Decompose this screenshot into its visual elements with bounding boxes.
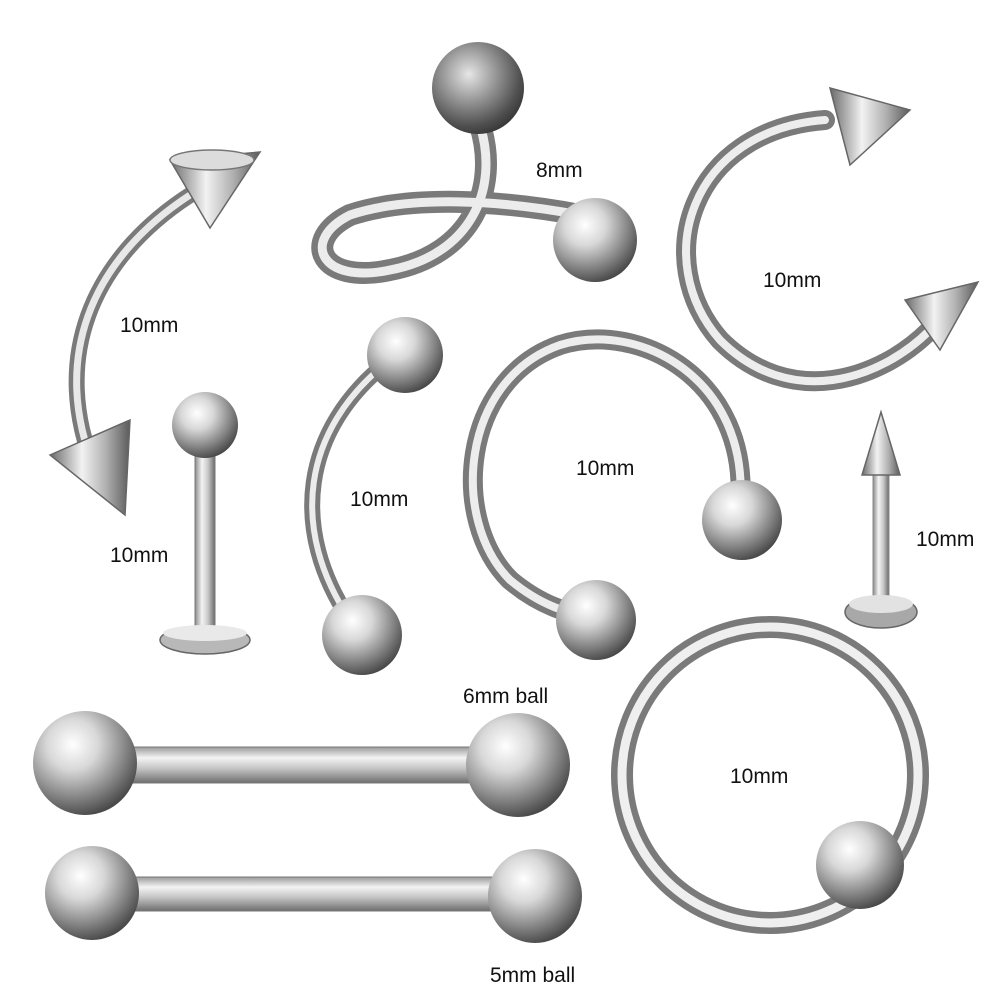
straight-barbell-6mm [33,711,570,817]
labret-ball [159,392,251,655]
label-barbell-6mm: 6mm ball [463,685,549,708]
horseshoe-spike [676,86,980,392]
label-labret-ball: 10mm [110,544,169,567]
captive-bead-ring [611,616,929,934]
labret-spike [844,409,918,629]
label-captive-ring: 10mm [730,765,789,788]
label-barbell-5mm: 5mm ball [490,964,576,987]
label-banana-ball: 10mm [350,488,409,511]
label-eyebrow-spike: 10mm [120,314,179,337]
horseshoe-ball [462,329,782,660]
spiral-twist [311,42,637,284]
banana-ball-barbell [304,317,443,675]
eyebrow-spike-barbell [48,149,262,517]
straight-barbell-5mm [45,846,582,943]
label-labret-spike: 10mm [916,528,975,551]
label-horseshoe-spike: 10mm [763,269,822,292]
label-spiral-twist: 8mm [536,159,583,182]
label-horseshoe-ball: 10mm [576,457,635,480]
